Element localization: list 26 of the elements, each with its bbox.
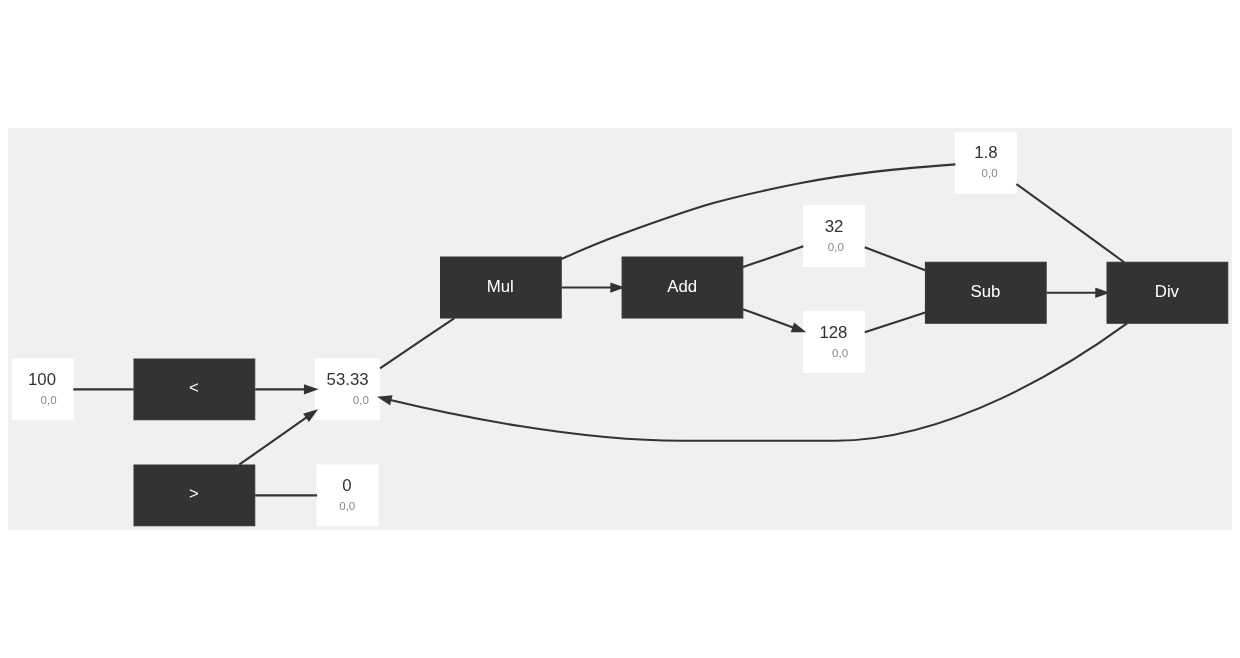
arrow (1046, 287, 1110, 298)
connector (379, 317, 456, 370)
connector (864, 246, 926, 272)
arrow (377, 322, 1128, 442)
node-box: < (133, 358, 256, 421)
connector (1015, 183, 1125, 264)
arrow (238, 409, 319, 466)
arrow (255, 384, 319, 395)
connector (73, 388, 134, 391)
node-box: Sub (924, 261, 1047, 324)
connector (864, 311, 926, 334)
node-box: Mul (440, 256, 562, 319)
arrow (561, 282, 626, 293)
connector (255, 494, 318, 497)
node-box: Div (1106, 261, 1229, 324)
node-box: 100 0,0 (11, 358, 74, 421)
node-box: 32 0,0 (803, 205, 866, 268)
node-box: 1.8 0,0 (954, 131, 1017, 194)
node-box: 53.33 0,0 (315, 358, 381, 421)
node-box: 0 0,0 (316, 464, 379, 527)
arrow (742, 308, 807, 333)
connector (742, 245, 804, 269)
node-box: Add (621, 256, 744, 319)
connector (561, 163, 956, 260)
node-box: > (133, 464, 256, 527)
node-box: 128 0,0 (803, 311, 866, 374)
